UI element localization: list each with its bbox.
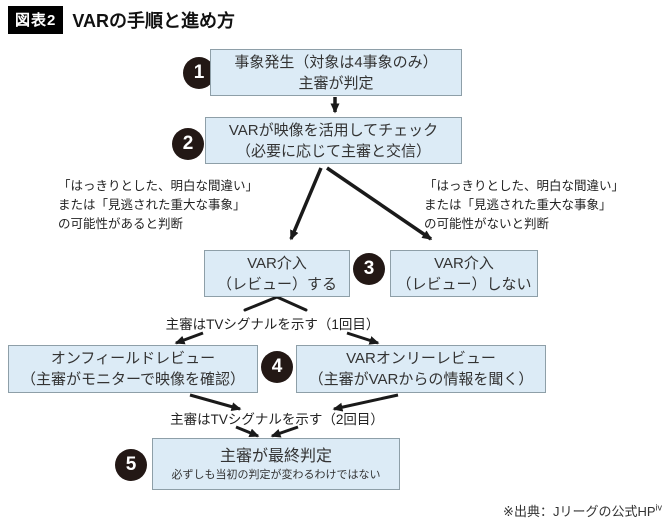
source-citation-mark: iv <box>655 502 663 513</box>
branch-note-right-line2: または「見逃された重大な事象」 <box>424 198 612 212</box>
arrow-step2-to-review-yes <box>289 167 323 241</box>
step-number-2: 2 <box>172 128 204 160</box>
figure-number-badge: 図表2 <box>8 6 64 34</box>
box-event-occurs: 事象発生（対象は4事象のみ） 主審が判定 <box>210 49 462 96</box>
box-var-check-line1: VARが映像を活用してチェック <box>228 121 439 139</box>
branch-note-left-line3: の可能性があると判断 <box>58 217 184 231</box>
box-review-no-line2: （レビュー）しない <box>396 275 532 293</box>
step-number-5: 5 <box>115 449 147 481</box>
branch-note-left: 「はっきりとした、明白な間違い」 または「見逃された重大な事象」 の可能性がある… <box>58 177 258 234</box>
branch-note-right-line1: 「はっきりとした、明白な間違い」 <box>424 179 625 193</box>
box-final-decision-note: 必ずしも当初の判定が変わるわけではない <box>171 468 381 481</box>
arrow-signal1-to-varonly <box>346 331 380 345</box>
box-final-decision-title: 主審が最終判定 <box>219 447 332 465</box>
arrow-signal2-to-final-left <box>235 425 260 438</box>
branch-note-left-line1: 「はっきりとした、明白な間違い」 <box>58 179 259 193</box>
box-var-only-review: VARオンリーレビュー （主審がVARからの情報を聞く） <box>296 345 546 393</box>
box-var-check-line2: （必要に応じて主審と交信） <box>235 142 431 160</box>
box-var-only-review-line1: VARオンリーレビュー <box>346 350 496 367</box>
line-review-yes-to-signal1-left <box>243 295 279 312</box>
branch-note-right: 「はっきりとした、明白な間違い」 または「見逃された重大な事象」 の可能性がない… <box>424 177 624 234</box>
step-number-4: 4 <box>261 351 293 383</box>
box-onfield-review-line2: （主審がモニターで映像を確認） <box>20 371 246 388</box>
branch-note-right-line3: の可能性がないと判断 <box>424 217 550 231</box>
figure-title: VARの手順と進め方 <box>72 11 236 31</box>
box-final-decision: 主審が最終判定 必ずしも当初の判定が変わるわけではない <box>152 438 400 490</box>
line-review-yes-to-signal1-right <box>275 295 308 312</box>
box-review-yes-line1: VAR介入 <box>247 254 307 272</box>
step-number-3: 3 <box>353 253 385 285</box>
arrow-onfield-to-signal2 <box>189 393 242 412</box>
box-review-yes: VAR介入 （レビュー）する <box>204 250 350 297</box>
step-number-1: 1 <box>183 57 215 89</box>
box-onfield-review: オンフィールドレビュー （主審がモニターで映像を確認） <box>8 345 258 393</box>
box-var-check: VARが映像を活用してチェック （必要に応じて主審と交信） <box>205 117 462 164</box>
box-event-occurs-line1: 事象発生（対象は4事象のみ） <box>234 53 438 71</box>
source-credit: ※出典：Jリーグの公式HPiv <box>503 501 662 520</box>
arrow-varonly-to-signal2 <box>332 393 399 412</box>
arrow-signal1-to-onfield <box>174 331 204 345</box>
figure-header: 図表2 VARの手順と進め方 <box>8 6 235 34</box>
box-onfield-review-line1: オンフィールドレビュー <box>50 350 216 367</box>
label-tv-signal-first: 主審はTVシグナルを示す（1回目） <box>165 317 380 332</box>
box-event-occurs-line2: 主審が判定 <box>298 74 374 92</box>
box-review-yes-line2: （レビュー）する <box>216 275 337 293</box>
box-review-no-line1: VAR介入 <box>434 254 494 272</box>
source-credit-text: ※出典：Jリーグの公式HP <box>503 504 656 519</box>
branch-note-left-line2: または「見逃された重大な事象」 <box>58 198 246 212</box>
box-var-only-review-line2: （主審がVARからの情報を聞く） <box>308 371 534 388</box>
box-review-no: VAR介入 （レビュー）しない <box>390 250 538 297</box>
arrow-signal2-to-final-right <box>270 425 299 438</box>
arrow-step2-to-review-no <box>326 166 433 241</box>
label-tv-signal-second: 主審はTVシグナルを示す（2回目） <box>170 412 384 427</box>
